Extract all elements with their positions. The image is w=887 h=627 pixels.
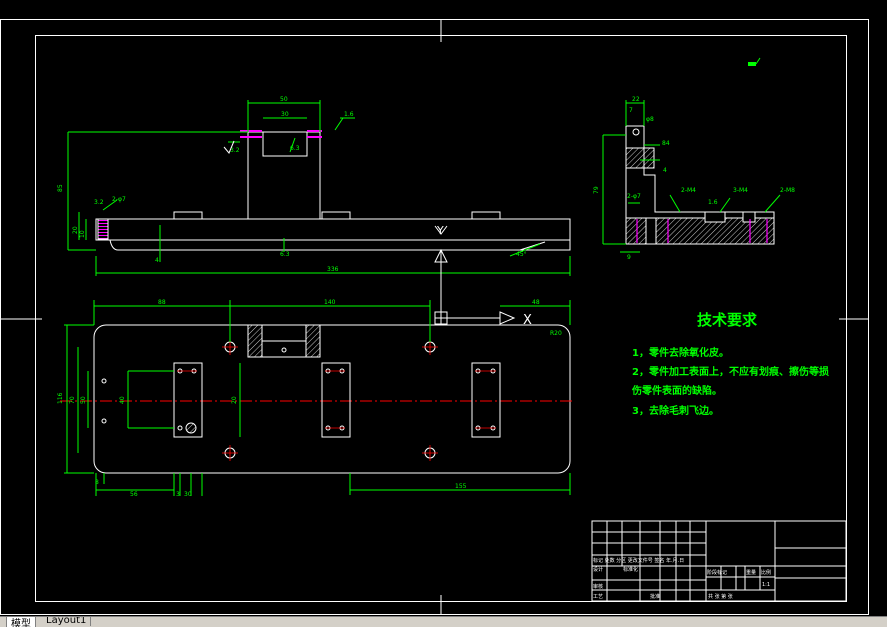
front-view-boss-2: [321, 211, 351, 220]
top-view-pad-2: [321, 362, 351, 438]
dim-140-top: 140: [324, 299, 336, 306]
dim-88-top: 88: [158, 299, 166, 306]
tech-requirements: 技术要求 1，零件去除氧化皮。 2，零件加工表面上，不应有划痕、擦伤等损 伤零件…: [631, 311, 829, 417]
tech-req-line3: 3，去除毛刺飞边。: [632, 404, 719, 417]
dim-84-side: 84: [662, 140, 670, 147]
dim-3-m4-side: 3-M4: [733, 187, 748, 194]
title-block-standard: 标准化: [623, 566, 638, 573]
title-block-stage: 阶段标记: [707, 569, 727, 576]
title-block-approve: 批准: [650, 593, 660, 600]
ucs-x-label: X: [523, 313, 532, 328]
front-view-boss-1: [173, 211, 203, 220]
dim-48-top: 48: [532, 299, 540, 306]
dim-6-3-front: 6.3: [290, 145, 300, 152]
title-block-process: 工艺: [593, 594, 603, 600]
title-block-design: 设计: [593, 566, 603, 573]
dim-3-2b-front: 3.2: [94, 199, 104, 206]
dim-4-side: 4: [663, 167, 667, 174]
front-view-upright: [247, 131, 321, 220]
front-view-hatched-section: [97, 218, 109, 240]
tech-req-title: 技术要求: [697, 311, 758, 329]
side-view-hatch-upper: [625, 147, 655, 169]
dim-1-6-front: 1.6: [344, 111, 354, 118]
top-view-outline: [93, 324, 571, 474]
title-block-revision-row: 标记 处数 分区 更改文件号 签名 年.月.日: [593, 557, 684, 564]
dim-9-side: 9: [627, 254, 631, 261]
dim-30-front: 30: [281, 111, 289, 118]
dim-7-side: 7: [629, 107, 633, 114]
top-view-pad-3: [471, 362, 501, 438]
ucs-icon: [434, 248, 516, 325]
dim-336-front: 336: [327, 266, 339, 273]
front-view-slot: [262, 131, 308, 157]
dim-2-phi7-side: 2-φ7: [627, 193, 641, 200]
title-block-weight: 重量: [746, 569, 756, 576]
front-view: 50 30 1.6 3.2 6.3 85 20 10 3.2 2-φ7 4 6.…: [57, 96, 571, 276]
dim-r20-top: R20: [550, 330, 562, 337]
dim-30-top: 30: [184, 491, 192, 498]
title-block-sheets: 共 张 第 张: [708, 593, 733, 600]
title-block-scale: 比例: [761, 569, 771, 576]
top-view-pad-1: [173, 362, 203, 438]
dim-116-top: 116: [57, 392, 64, 404]
dim-6-3b-front: 6.3: [280, 251, 290, 258]
top-view: Y X: [57, 224, 575, 498]
front-view-boss-3: [471, 211, 501, 220]
dim-70-top: 70: [69, 396, 76, 404]
dim-4-front: 4: [155, 257, 159, 264]
dim-155-top: 155: [455, 483, 467, 490]
dim-85-front: 85: [57, 184, 64, 192]
dim-45-front: 45°: [516, 251, 527, 258]
dim-20-top-pad: 20: [231, 396, 238, 404]
dim-40-top: 40: [119, 396, 126, 404]
sheet-outer-border: [0, 19, 869, 615]
roughness-symbol-top-right: [748, 57, 761, 66]
tab-layout1[interactable]: Layout1: [42, 617, 92, 626]
ucs-y-label: Y: [436, 224, 444, 237]
tech-req-line1: 1，零件去除氧化皮。: [632, 346, 729, 359]
dim-50-front: 50: [280, 96, 288, 103]
title-block: [591, 520, 847, 602]
dim-2-m8-side: 2-M8: [780, 187, 795, 194]
top-view-hatched-hole: [185, 422, 197, 434]
tab-model[interactable]: 模型: [6, 617, 36, 627]
dim-10-front: 10: [79, 230, 86, 238]
tech-req-line2a: 2，零件加工表面上，不应有划痕、擦伤等损: [632, 365, 829, 378]
title-block-scale-value: 1:1: [762, 582, 770, 588]
tech-req-line2b: 伤零件表面的缺陷。: [631, 384, 722, 397]
front-view-base-outline: [95, 218, 571, 251]
dim-8-top: 8: [95, 479, 99, 486]
dim-3-2-front: 3.2: [230, 147, 240, 154]
dim-1-6-side: 1.6: [708, 199, 718, 206]
dim-50-top: 50: [80, 396, 87, 404]
dim-2-phi7-front: 2-φ7: [112, 196, 126, 203]
dim-56-top: 56: [130, 491, 138, 498]
dim-2-m4-side: 2-M4: [681, 187, 696, 194]
title-block-review: 审核: [593, 583, 603, 590]
dim-22-side: 22: [632, 96, 640, 103]
dim-79-side: 79: [593, 186, 600, 194]
layout-tab-bar: 模型 Layout1: [0, 616, 887, 627]
side-view: 22 7 φ8 84 4 79 2-φ7 2-M4 1.6 3-M4 2-M8 …: [593, 96, 795, 261]
dim-3-top: 3: [176, 491, 180, 498]
dim-20-front: 20: [72, 226, 79, 234]
dim-phi8-side: φ8: [646, 116, 654, 123]
